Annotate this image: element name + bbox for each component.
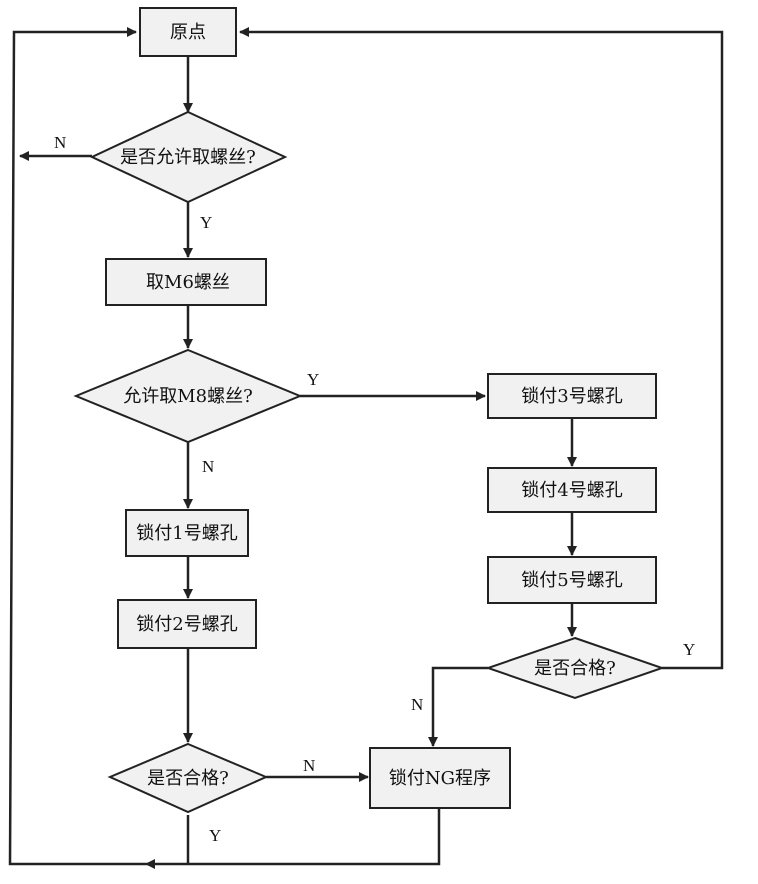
decision-qualified-right-label: 是否合格? [534,658,616,679]
label-allow-take-yes: Y [200,213,212,232]
node-lock-hole-1-label: 锁付1号螺孔 [136,523,237,544]
decision-allow-take-m8-label: 允许取M8螺丝? [123,386,253,407]
node-lock-hole-4: 锁付4号螺孔 [487,467,657,513]
node-lock-hole-2-label: 锁付2号螺孔 [136,614,237,635]
node-lock-hole-3: 锁付3号螺孔 [487,373,657,419]
edge-right-check-no [428,666,488,747]
node-lock-hole-4-label: 锁付4号螺孔 [521,480,622,501]
node-lock-hole-5: 锁付5号螺孔 [487,556,657,604]
node-lock-hole-5-label: 锁付5号螺孔 [521,570,622,591]
label-m8-no: N [202,457,214,476]
node-lock-ng: 锁付NG程序 [369,747,511,809]
node-take-m6: 取M6螺丝 [105,258,267,306]
decision-qualified-left: 是否合格? [107,742,269,814]
label-m8-yes: Y [307,370,319,389]
node-lock-hole-1: 锁付1号螺孔 [125,509,249,557]
label-allow-take-no: N [54,133,66,152]
decision-qualified-left-label: 是否合格? [147,768,229,789]
label-left-check-yes: Y [209,826,221,845]
label-right-check-no: N [411,695,423,714]
node-origin: 原点 [139,7,237,57]
label-left-check-no: N [303,756,315,775]
label-right-check-yes: Y [683,640,695,659]
node-take-m6-label: 取M6螺丝 [146,272,230,293]
decision-allow-take-screw-label: 是否允许取螺丝? [120,147,256,168]
node-lock-ng-label: 锁付NG程序 [389,768,491,789]
node-lock-hole-2: 锁付2号螺孔 [117,599,257,649]
edge-right-check-yes [239,27,724,670]
edge-ng-return [145,808,441,869]
node-lock-hole-3-label: 锁付3号螺孔 [521,386,622,407]
node-origin-label: 原点 [170,22,206,43]
decision-qualified-right: 是否合格? [484,636,666,700]
decision-allow-take-screw: 是否允许取螺丝? [89,110,288,204]
edge-return-to-origin [8,27,146,866]
decision-allow-take-m8: 允许取M8螺丝? [73,348,303,444]
